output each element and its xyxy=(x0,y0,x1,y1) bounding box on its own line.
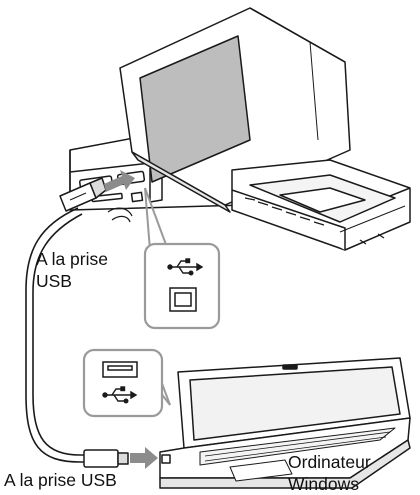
usb-cable xyxy=(26,208,85,462)
label-computer-name: Ordinateur xyxy=(288,452,371,472)
laptop-computer xyxy=(160,358,410,488)
label-printer-usb-port-line2: USB xyxy=(36,271,72,291)
arrow-to-computer-port xyxy=(130,447,158,469)
printer-port-callout xyxy=(145,188,219,328)
label-computer-usb-port: A la prise USB xyxy=(4,470,117,490)
label-printer-usb-port: A la prise xyxy=(36,249,108,269)
usb-type-a-port-icon xyxy=(103,362,137,377)
computer-port-callout xyxy=(84,350,170,416)
usb-port-printer xyxy=(131,192,142,201)
label-computer-os: Windows xyxy=(288,474,359,494)
usb-port-laptop xyxy=(162,455,170,463)
usb-type-b-port-icon xyxy=(170,288,196,311)
usb-a-plug xyxy=(84,450,128,467)
photo-printer xyxy=(70,8,410,250)
